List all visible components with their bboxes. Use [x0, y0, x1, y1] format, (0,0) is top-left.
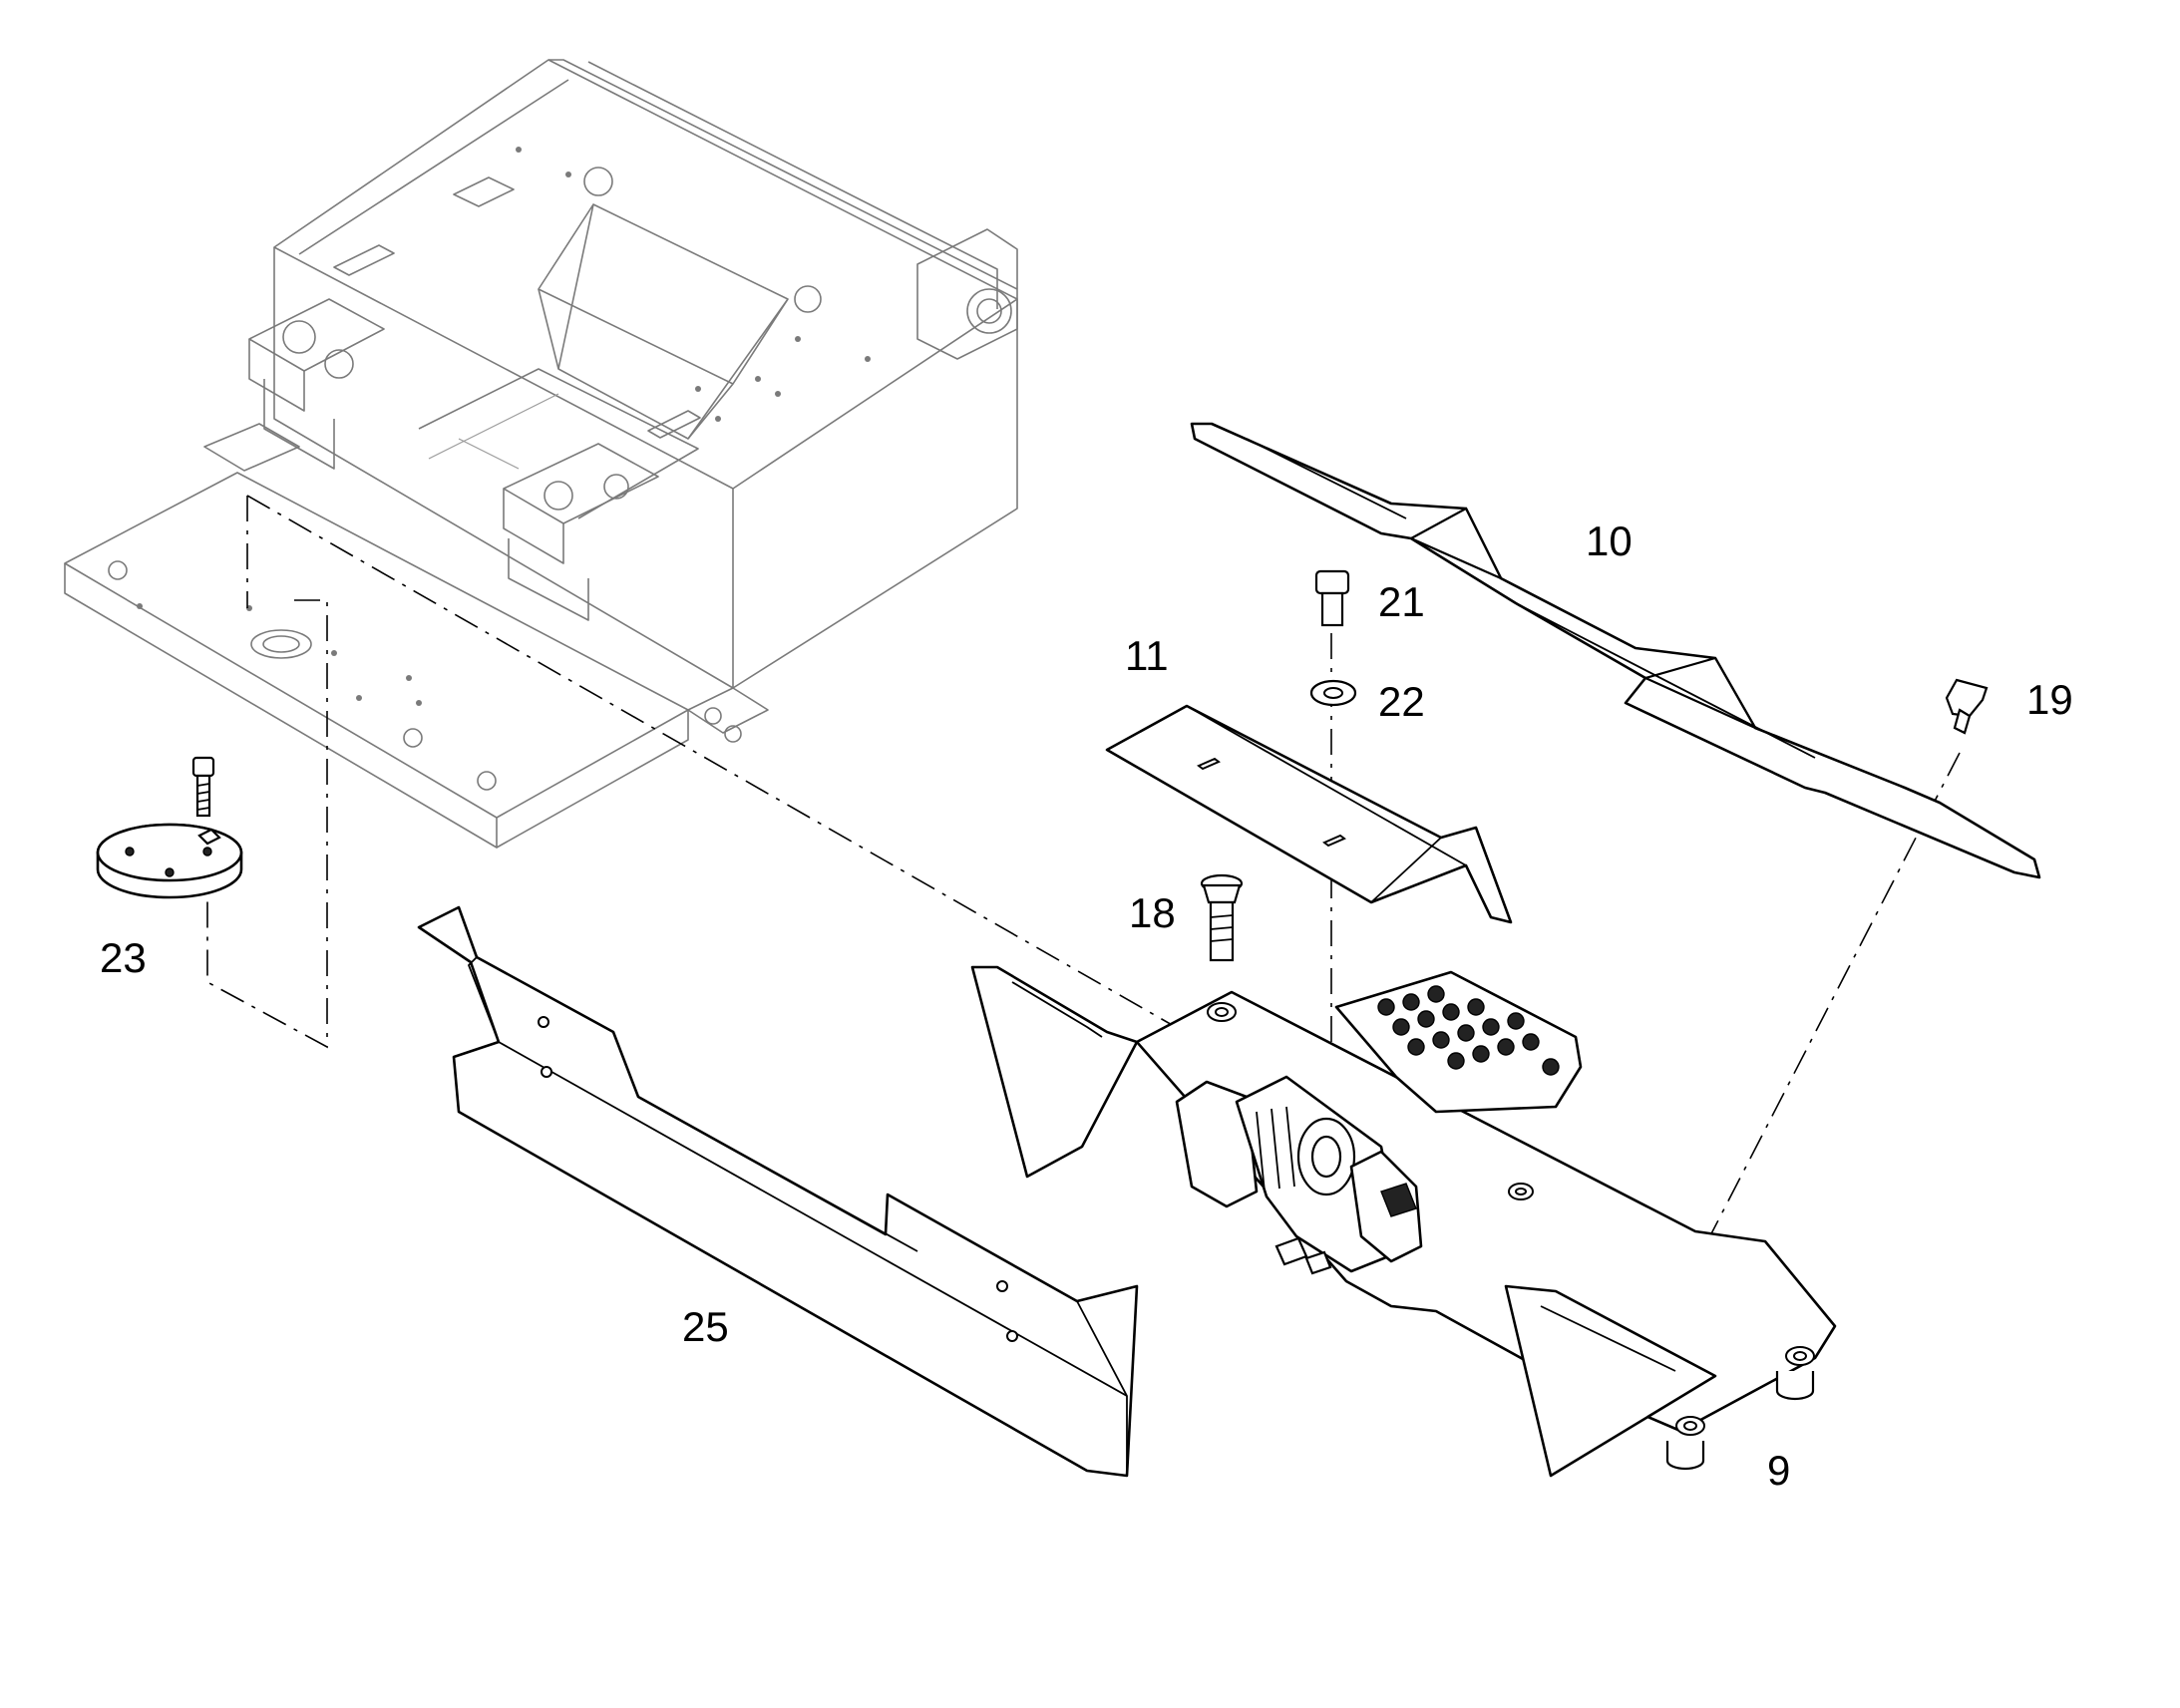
perforations — [1377, 985, 1560, 1076]
callout-22: 22 — [1378, 678, 1425, 725]
part-18-bolt — [1200, 873, 1244, 962]
callout-18: 18 — [1129, 889, 1176, 936]
part-19-screw — [1945, 678, 1989, 735]
part-25-guard-plate — [417, 905, 1139, 1478]
callout-11: 11 — [1125, 632, 1169, 679]
callout-19: 19 — [2026, 676, 2073, 723]
callout-9: 9 — [1767, 1447, 1791, 1494]
machine-frame — [64, 59, 1018, 849]
callout-10: 10 — [1586, 517, 1633, 564]
part-9-base-assembly — [970, 965, 1837, 1478]
callout-25: 25 — [682, 1303, 729, 1350]
part-23-cover-plate — [96, 823, 243, 899]
part-23-bolt — [191, 756, 215, 818]
part-21-bolt — [1314, 569, 1350, 627]
callout-23: 23 — [100, 934, 147, 981]
part-11-cover-plate — [1105, 704, 1513, 924]
callout-21: 21 — [1378, 578, 1425, 625]
part-10-scraper-blade — [1190, 422, 2041, 879]
part-22-washer — [1309, 679, 1357, 707]
